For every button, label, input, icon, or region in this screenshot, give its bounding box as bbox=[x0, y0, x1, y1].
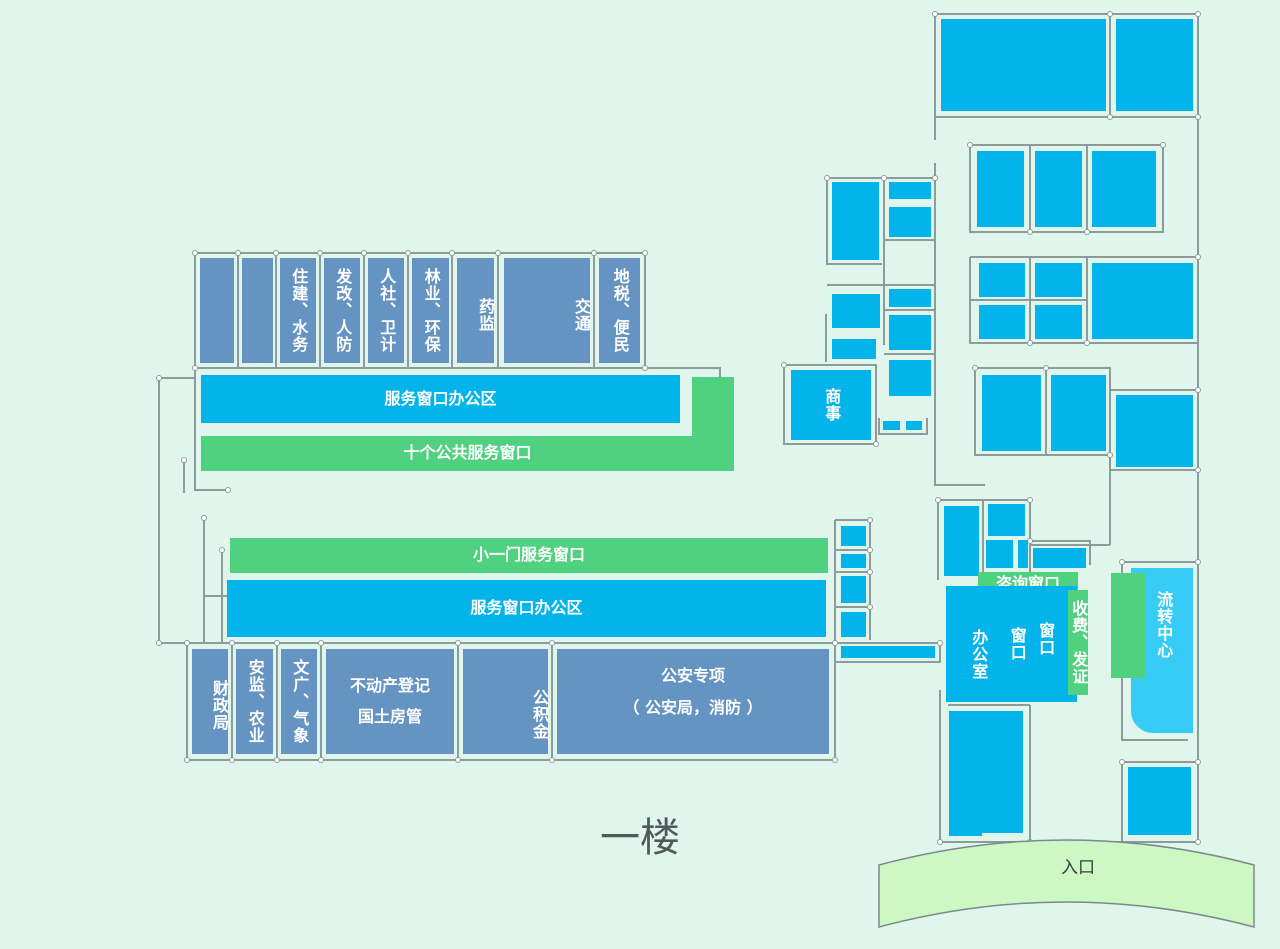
mid-room-1 bbox=[832, 182, 879, 260]
entrance-label: 入口 bbox=[1061, 858, 1095, 879]
mid-room-6 bbox=[832, 339, 876, 359]
room-renshe-weiji: 人社、卫计 bbox=[368, 258, 404, 363]
ne-room-9 bbox=[1035, 305, 1082, 339]
mid-room-4 bbox=[832, 294, 880, 328]
le-room-5 bbox=[1033, 548, 1086, 568]
small-room-a bbox=[841, 526, 866, 546]
window-office-col2: 窗口 bbox=[1007, 627, 1027, 661]
le-room-8 bbox=[1128, 767, 1191, 835]
room-linye-huanbao: 林业、环保 bbox=[412, 258, 449, 363]
room-gongan-line2: （ 公安局，消防 ） bbox=[623, 698, 763, 718]
ne-room-8 bbox=[979, 305, 1025, 339]
mid-room-9 bbox=[883, 421, 900, 430]
ne-room-6 bbox=[979, 263, 1025, 297]
window-office-col3: 窗口 bbox=[1036, 622, 1056, 656]
floor-label: 一楼 bbox=[600, 815, 680, 861]
ne-room-10 bbox=[1092, 263, 1193, 339]
ne-room-3 bbox=[977, 151, 1024, 227]
window-office-col1: 办公室 bbox=[969, 628, 989, 680]
le-room-1 bbox=[944, 506, 979, 576]
le-room-3 bbox=[986, 540, 1013, 568]
ne-room-1 bbox=[941, 19, 1106, 111]
room-gongan: 公安专项 （ 公安局，消防 ） bbox=[557, 649, 829, 754]
transfer-center-green bbox=[1111, 573, 1145, 678]
mid-room-10 bbox=[906, 421, 922, 430]
unlabeled-room-1 bbox=[200, 258, 234, 363]
room-zhujian-shuiwu: 住建、水务 bbox=[280, 258, 316, 363]
ne-room-7 bbox=[1035, 263, 1082, 297]
room-jiaotong: 交通 bbox=[504, 258, 591, 363]
le-room-4 bbox=[1018, 540, 1028, 568]
ne-room-4 bbox=[1035, 151, 1082, 227]
room-gongjijin: 公积金 bbox=[463, 649, 549, 754]
mid-room-5 bbox=[889, 289, 931, 307]
ne-room-5 bbox=[1092, 151, 1156, 227]
room-budongchan-line1: 不动产登记 bbox=[349, 676, 430, 696]
le-room-6 bbox=[949, 711, 1023, 833]
passage-strip bbox=[841, 646, 935, 658]
mid-room-8 bbox=[889, 360, 931, 396]
room-caizheng: 财政局 bbox=[192, 649, 229, 754]
mid-room-2 bbox=[889, 182, 931, 199]
room-budongchan-line2: 国土房管 bbox=[357, 706, 422, 726]
mid-room-3 bbox=[889, 207, 931, 237]
south-office-area: 服务窗口办公区 bbox=[227, 580, 826, 637]
ne-room-11 bbox=[982, 375, 1041, 451]
ne-room-12 bbox=[1051, 375, 1106, 451]
room-dishui-bianmin: 地税、便民 bbox=[599, 258, 640, 363]
room-fagai-renfang: 发改、人防 bbox=[324, 258, 360, 363]
public-service-windows: 十个公共服务窗口 bbox=[201, 436, 734, 471]
le-room-7 bbox=[949, 814, 982, 836]
le-room-2 bbox=[988, 504, 1025, 536]
small-door-service-windows: 小一门服务窗口 bbox=[230, 538, 828, 573]
room-gongan-line1: 公安专项 bbox=[660, 666, 725, 685]
mid-room-7 bbox=[889, 315, 931, 350]
room-anjian-nongye: 安监、农业 bbox=[236, 649, 273, 754]
room-wenguang-qixiang: 文广、气象 bbox=[281, 649, 317, 754]
ne-room-13 bbox=[1116, 395, 1193, 467]
small-room-d bbox=[841, 612, 866, 637]
fee-certificate-window: 收费、发证 bbox=[1068, 590, 1088, 695]
transfer-center-label: 流转中心 bbox=[1154, 591, 1174, 659]
small-room-b bbox=[841, 554, 866, 568]
small-room-c bbox=[841, 576, 866, 603]
ne-room-2 bbox=[1116, 19, 1193, 111]
room-yaojian: 药监 bbox=[457, 258, 495, 363]
north-office-area: 服务窗口办公区 bbox=[201, 375, 680, 423]
window-office: 窗口 窗口 办公室 bbox=[946, 586, 1077, 702]
unlabeled-room-2 bbox=[242, 258, 273, 363]
room-budongchan: 不动产登记 国土房管 bbox=[326, 649, 454, 754]
room-shangshi: 商事 bbox=[791, 370, 871, 440]
